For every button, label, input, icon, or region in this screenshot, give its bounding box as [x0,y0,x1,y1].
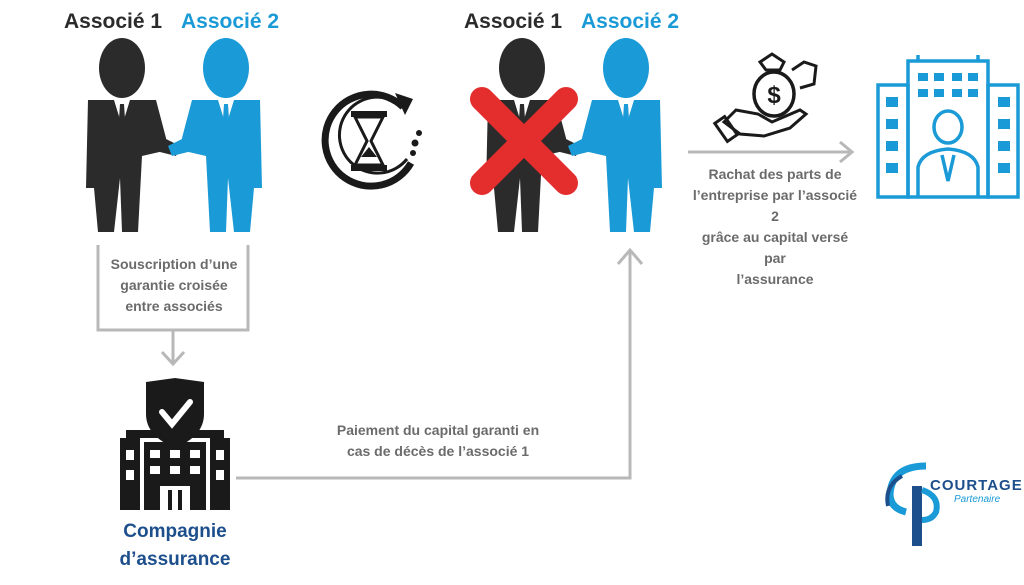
svg-text:$: $ [767,82,781,109]
subscription-line-3: entre associés [125,298,223,314]
left-partner1-label: Associé 1 [64,10,163,33]
payment-line-2: cas de décès de l’associé 1 [346,443,530,459]
up-arrow-head [616,247,644,265]
right-partner1-label: Associé 1 [464,10,563,33]
down-arrow-head [160,350,186,367]
courtage-logo-icon [885,462,940,546]
buyback-line-2: l’entreprise par l’associé 2 [692,187,858,224]
businessman-icon-partner2-right [568,38,662,232]
money-hand-icon: $ [712,52,818,144]
insurance-building-icon [120,378,230,510]
subscription-line-2: garantie croisée [120,277,228,293]
right-partner2-label: Associé 2 [581,10,680,33]
buyback-line-3: grâce au capital versé par [701,229,849,266]
buyback-label: Rachat des parts de l’entreprise par l’a… [690,164,860,290]
buyback-line-4: l’assurance [736,271,814,287]
subscription-line-1: Souscription d’une [110,256,238,272]
insurer-line-1: Compagnie [123,521,227,542]
payment-label: Paiement du capital garanti en cas de dé… [318,420,558,462]
businessman-icon-partner2-left [168,38,262,232]
left-partner2-label: Associé 2 [181,10,280,33]
insurer-line-2: d’assurance [119,549,231,570]
cross-mark-icon [470,87,578,195]
right-arrow-head [839,140,855,164]
logo-sub-text: Partenaire [954,494,1001,505]
logo-main-text: COURTAGE [930,477,1023,494]
buyback-line-1: Rachat des parts de [708,166,842,182]
payment-line-1: Paiement du capital garanti en [336,422,540,438]
subscription-label: Souscription d’une garantie croisée entr… [90,254,258,317]
company-building-icon [876,55,1020,199]
payment-connector [236,252,632,480]
hourglass-time-icon [321,90,422,190]
insurer-label: Compagnie d’assurance [95,518,255,574]
